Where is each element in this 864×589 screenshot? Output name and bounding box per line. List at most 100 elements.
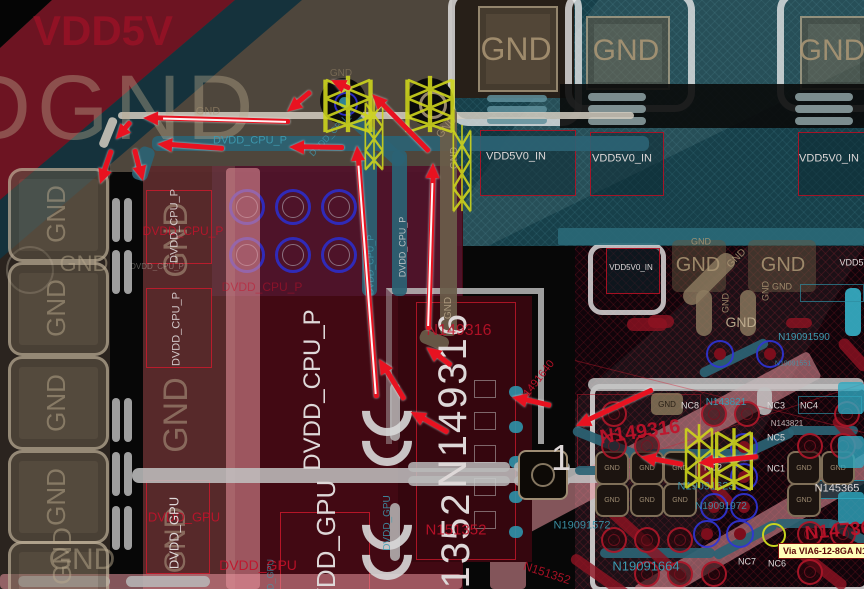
bga-pad[interactable]: [838, 492, 864, 524]
bga-pad[interactable]: [706, 340, 734, 368]
bga-pad[interactable]: [474, 478, 496, 496]
bga-pad[interactable]: [838, 436, 864, 468]
net-label-nc8: NC8: [680, 400, 700, 411]
smd-pad[interactable]: [124, 506, 132, 550]
trace[interactable]: [696, 290, 712, 336]
smd-pad[interactable]: [112, 398, 120, 442]
net-label-vdd5v0_in: VDD5V0_IN: [609, 263, 653, 272]
bga-pad[interactable]: [797, 433, 823, 459]
bga-pad[interactable]: [700, 493, 728, 521]
component-lead: [390, 383, 400, 441]
bga-pad[interactable]: [474, 412, 496, 430]
bga-ball[interactable]: [321, 189, 357, 225]
bga-pad[interactable]: [726, 520, 754, 548]
net-label-gnd: GND: [48, 543, 116, 576]
net-label-dvdd_cpu_p: DVDD_CPU_P: [397, 216, 408, 278]
bga-pad[interactable]: [474, 511, 496, 529]
bga-pad[interactable]: [601, 527, 627, 553]
smd-pad[interactable]: [124, 250, 132, 294]
trace[interactable]: [648, 315, 674, 328]
gnd-pad[interactable]: [478, 6, 558, 92]
gnd-pad[interactable]: [7, 356, 109, 450]
gnd-pad[interactable]: [7, 168, 109, 262]
thermal-bar: [795, 105, 853, 113]
bga-pad[interactable]: [474, 445, 496, 463]
net-label-gnd: GND: [760, 281, 771, 301]
net-label-gnd: GND: [59, 251, 109, 276]
gnd-pad[interactable]: [7, 541, 109, 589]
gnd-bga-pad[interactable]: GND: [595, 483, 629, 517]
smd-pad[interactable]: [509, 526, 523, 538]
gnd-bga-pad[interactable]: GND: [630, 483, 664, 517]
net-label-n19091664: N19091664: [612, 558, 680, 574]
trace[interactable]: [588, 378, 864, 391]
net-label-1352: 1352: [434, 491, 478, 589]
trace[interactable]: [788, 426, 858, 435]
selected-via-highlight[interactable]: [404, 74, 456, 134]
bga-ball[interactable]: [321, 237, 357, 273]
bga-pad[interactable]: [634, 561, 660, 587]
trace-dvdd-cpu[interactable]: [392, 150, 407, 296]
gnd-pad[interactable]: [800, 16, 864, 90]
selected-via-highlight[interactable]: [452, 122, 472, 214]
gnd-bga-pad[interactable]: GND: [787, 483, 821, 517]
smd-pad[interactable]: [112, 452, 120, 496]
net-label-dvdd_gpu: DVDD_GPU: [219, 557, 297, 573]
net-label-nc3: NC3: [766, 400, 786, 411]
gnd-bga-pad[interactable]: GND: [663, 483, 697, 517]
bga-pad[interactable]: [797, 521, 823, 547]
thermal-bar: [795, 117, 853, 125]
via-drill: [339, 97, 350, 108]
trace-dvdd-cpu[interactable]: [152, 136, 649, 151]
gnd-bga-pad[interactable]: GND: [663, 451, 697, 485]
smd-pad[interactable]: [124, 198, 132, 242]
trace[interactable]: [575, 466, 610, 475]
bga-pad[interactable]: [601, 433, 627, 459]
smd-pad[interactable]: [112, 506, 120, 550]
bga-pad[interactable]: [701, 401, 727, 427]
bga-pad[interactable]: [762, 523, 786, 547]
smd-pad[interactable]: [124, 398, 132, 442]
smd-pad[interactable]: [124, 452, 132, 496]
net-label-gnd: GND: [772, 281, 792, 292]
bga-pad[interactable]: [756, 340, 784, 368]
bga-pad[interactable]: [474, 380, 496, 398]
vdd5v0-in-pad[interactable]: [798, 132, 864, 196]
bga-pad[interactable]: [667, 527, 693, 553]
smd-pad[interactable]: [112, 250, 120, 294]
trace[interactable]: [740, 290, 756, 336]
thermal-bar: [588, 105, 646, 113]
bga-pad[interactable]: [838, 382, 864, 414]
smd-pad[interactable]: [112, 198, 120, 242]
gnd-bga-pad[interactable]: GND: [651, 393, 683, 415]
trace[interactable]: [757, 387, 772, 415]
net-label-vdd5v: VDD5V: [32, 7, 174, 54]
net-label-vdd5v0_in: VDD5V0_IN: [839, 257, 864, 268]
bga-ball[interactable]: [275, 237, 311, 273]
bga-pad[interactable]: [797, 559, 823, 585]
trace[interactable]: [845, 288, 861, 336]
bga-pad[interactable]: [701, 561, 727, 587]
bga-pad[interactable]: [693, 520, 721, 548]
thermal-bar: [588, 117, 646, 125]
arrow-head: [349, 145, 365, 162]
trace-gnd[interactable]: [118, 112, 634, 119]
gnd-pad[interactable]: [748, 240, 816, 292]
smd-pad[interactable]: [509, 386, 523, 398]
bga-pad[interactable]: [667, 561, 693, 587]
bga-pad[interactable]: [634, 433, 660, 459]
gnd-pad[interactable]: [586, 16, 670, 90]
gnd-pad[interactable]: [7, 262, 109, 356]
gnd-pad[interactable]: [7, 450, 109, 544]
vdd5v0-in-pad[interactable]: [606, 248, 660, 294]
net-label-dvdd_cpu_p: DVDD_CPU_P: [299, 309, 326, 471]
smd-pad[interactable]: [509, 421, 523, 433]
trace[interactable]: [786, 318, 812, 328]
arrow-head: [156, 137, 173, 153]
bga-ball[interactable]: [275, 189, 311, 225]
pad-outline: [280, 512, 370, 589]
selected-via-highlight[interactable]: [364, 96, 384, 172]
bga-pad[interactable]: [734, 401, 760, 427]
bga-pad[interactable]: [634, 527, 660, 553]
